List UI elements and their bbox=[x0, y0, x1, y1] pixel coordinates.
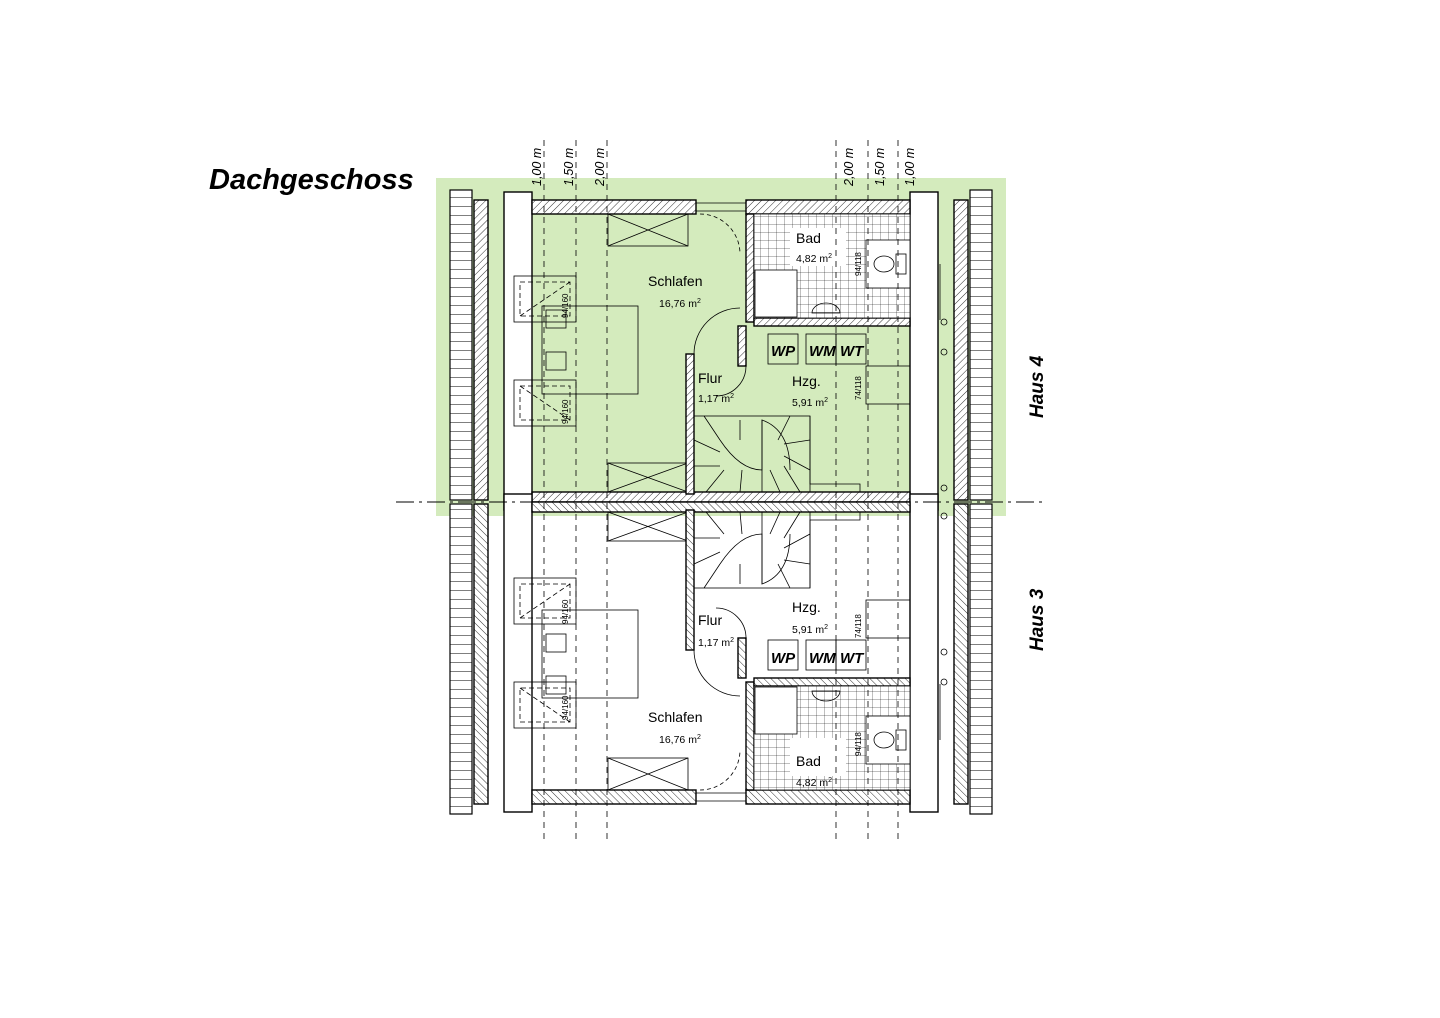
room-name-hzg: Hzg. bbox=[792, 599, 821, 615]
window-label: 94/160 bbox=[561, 599, 570, 624]
appliance-wm: WM bbox=[809, 650, 836, 667]
window-label: 94/118 bbox=[854, 252, 863, 276]
unit-haus-3 bbox=[449, 493, 993, 815]
room-name-flur: Flur bbox=[698, 370, 722, 386]
appliance-wt: WT bbox=[840, 343, 865, 360]
window-label: 74/118 bbox=[854, 376, 863, 400]
room-name-schlafen: Schlafen bbox=[648, 709, 702, 725]
window-label: 94/160 bbox=[561, 293, 570, 318]
appliance-wp: WP bbox=[771, 343, 796, 360]
room-area-schlafen: 16,76 m2 bbox=[659, 734, 701, 746]
height-label: 1,00 m bbox=[903, 148, 917, 186]
room-area-hzg: 5,91 m2 bbox=[792, 397, 828, 409]
appliance-wp: WP bbox=[771, 650, 796, 667]
drawing-title: Dachgeschoss bbox=[209, 164, 414, 196]
room-area-bad: 4,82 m2 bbox=[796, 777, 832, 789]
window-label: 74/118 bbox=[854, 614, 863, 638]
height-label: 1,50 m bbox=[873, 148, 887, 186]
window-label: 94/118 bbox=[854, 732, 863, 756]
room-name-bad: Bad bbox=[796, 753, 821, 769]
window-label: 94/160 bbox=[561, 399, 570, 424]
height-label: 2,00 m bbox=[593, 148, 607, 187]
room-area-bad: 4,82 m2 bbox=[796, 253, 832, 265]
room-area-flur: 1,17 m2 bbox=[698, 393, 734, 405]
room-area-schlafen: 16,76 m2 bbox=[659, 298, 701, 310]
room-area-hzg: 5,91 m2 bbox=[792, 624, 828, 636]
room-name-flur: Flur bbox=[698, 612, 722, 628]
room-name-bad: Bad bbox=[796, 230, 821, 246]
window-label: 94/160 bbox=[561, 695, 570, 720]
height-label: 1,50 m bbox=[562, 148, 576, 186]
house-label-top: Haus 4 bbox=[1027, 355, 1048, 418]
room-name-hzg: Hzg. bbox=[792, 373, 821, 389]
appliance-wm: WM bbox=[809, 343, 836, 360]
room-name-schlafen: Schlafen bbox=[648, 273, 702, 289]
house-label-bottom: Haus 3 bbox=[1027, 588, 1048, 651]
height-label: 2,00 m bbox=[842, 148, 856, 187]
room-area-flur: 1,17 m2 bbox=[698, 637, 734, 649]
height-label: 1,00 m bbox=[530, 148, 544, 186]
appliance-wt: WT bbox=[840, 650, 865, 667]
